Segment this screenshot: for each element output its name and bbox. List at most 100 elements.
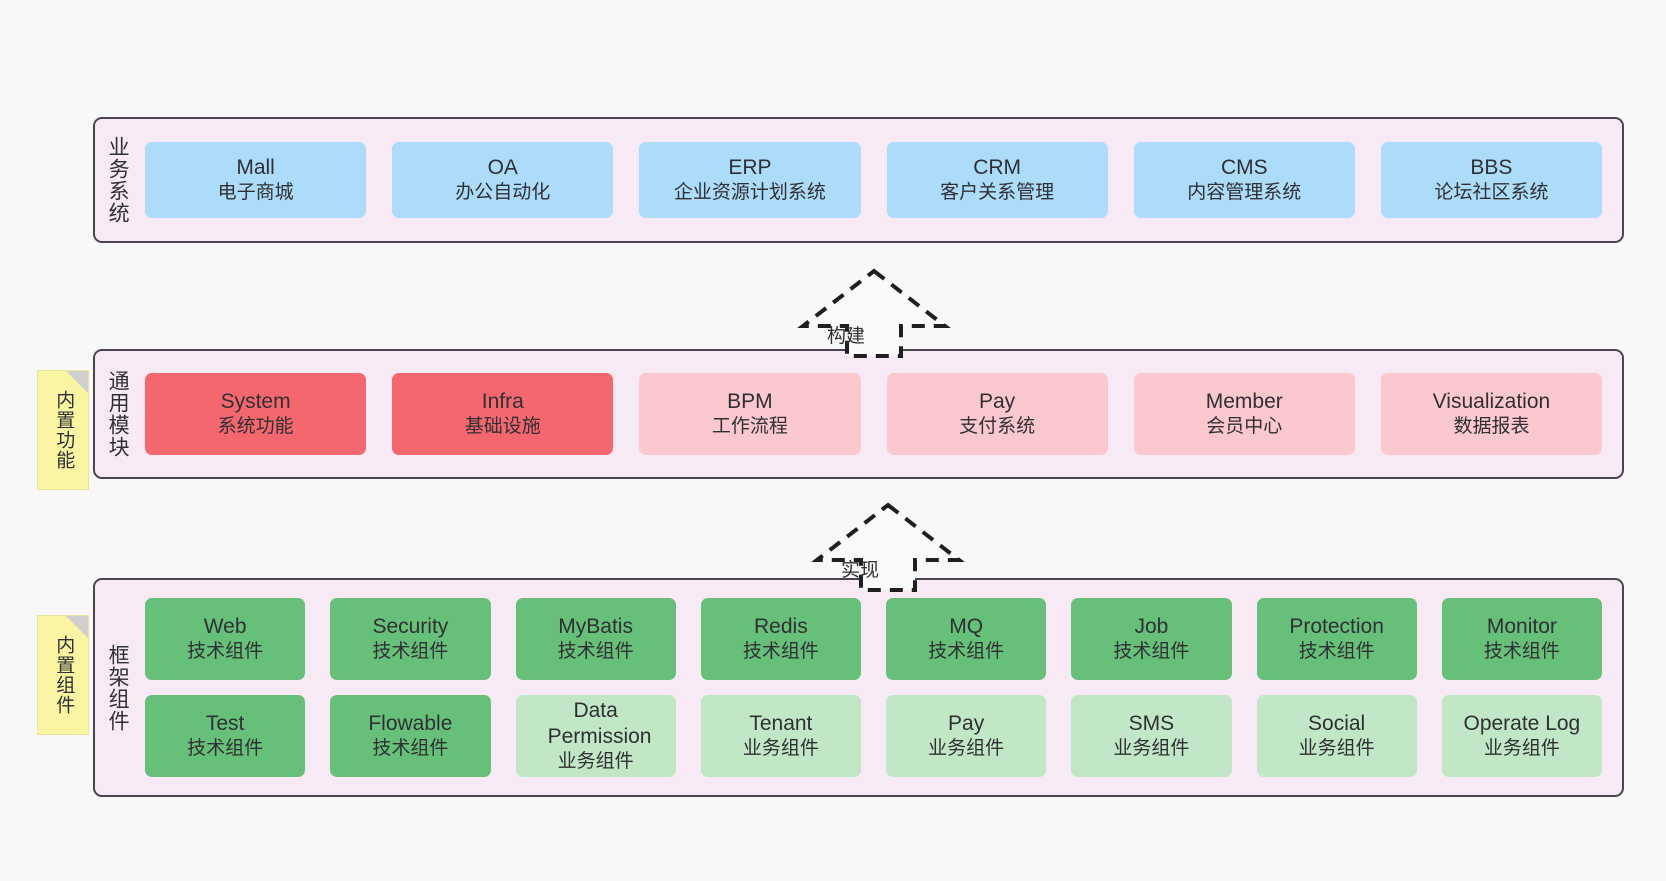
card-title: MyBatis <box>558 614 633 638</box>
card-operate-log[interactable]: Operate Log 业务组件 <box>1441 695 1602 777</box>
connector-implement-arrow: 实现 <box>811 502 965 592</box>
card-title: Member <box>1205 389 1283 413</box>
card-pay-component[interactable]: Pay 业务组件 <box>886 695 1047 777</box>
card-redis[interactable]: Redis 技术组件 <box>700 598 861 680</box>
card-oa[interactable]: OA 办公自动化 <box>392 142 614 218</box>
connector-implement-label: 实现 <box>841 560 880 581</box>
card-subtitle: 技术组件 <box>372 738 449 760</box>
card-title: SMS <box>1128 711 1175 735</box>
dashed-arrow-up-icon <box>811 502 965 592</box>
card-pay-module[interactable]: Pay 支付系统 <box>886 373 1108 455</box>
card-crm[interactable]: CRM 客户关系管理 <box>886 142 1108 218</box>
framework-tech-row: Web 技术组件 Security 技术组件 MyBatis 技术组件 Redi… <box>145 598 1602 680</box>
common-modules-row: System 系统功能 Infra 基础设施 BPM 工作流程 Pay 支付系统… <box>145 373 1603 455</box>
card-title: Data Permission <box>547 698 652 749</box>
card-subtitle: 技术组件 <box>1483 641 1560 663</box>
card-title: ERP <box>728 155 772 179</box>
note-builtin-function: 内置功能 <box>37 370 89 490</box>
card-subtitle: 系统功能 <box>217 416 294 438</box>
card-title: CMS <box>1220 155 1268 179</box>
layer-label-common-modules: 通用模块 <box>106 370 130 458</box>
card-web[interactable]: Web 技术组件 <box>145 598 306 680</box>
card-visualization[interactable]: Visualization 数据报表 <box>1380 373 1603 455</box>
card-tenant[interactable]: Tenant 业务组件 <box>700 695 861 777</box>
card-title: System <box>220 389 291 413</box>
framework-biz-row: Test 技术组件 Flowable 技术组件 Data Permission … <box>145 695 1602 777</box>
card-subtitle: 内容管理系统 <box>1187 182 1302 204</box>
card-subtitle: 工作流程 <box>711 416 788 438</box>
card-member[interactable]: Member 会员中心 <box>1133 373 1355 455</box>
card-title: Pay <box>979 389 1016 413</box>
card-subtitle: 业务组件 <box>1298 738 1375 760</box>
card-title: Infra <box>481 389 524 413</box>
card-subtitle: 企业资源计划系统 <box>673 182 826 204</box>
card-title: Pay <box>948 711 985 735</box>
card-title: Tenant <box>749 711 813 735</box>
layer-business-systems: 业务系统 Mall 电子商城 OA 办公自动化 ERP 企业资源计划系统 CRM… <box>93 117 1624 243</box>
card-mall[interactable]: Mall 电子商城 <box>145 142 367 218</box>
card-title: Visualization <box>1432 389 1551 413</box>
card-subtitle: 技术组件 <box>1113 641 1190 663</box>
card-title: CRM <box>973 155 1022 179</box>
card-monitor[interactable]: Monitor 技术组件 <box>1441 598 1602 680</box>
card-title: Operate Log <box>1463 711 1581 735</box>
business-systems-row: Mall 电子商城 OA 办公自动化 ERP 企业资源计划系统 CRM 客户关系… <box>145 142 1603 218</box>
card-subtitle: 电子商城 <box>217 182 294 204</box>
card-erp[interactable]: ERP 企业资源计划系统 <box>639 142 861 218</box>
card-sms[interactable]: SMS 业务组件 <box>1071 695 1232 777</box>
card-title: Test <box>205 711 245 735</box>
card-subtitle: 论坛社区系统 <box>1434 182 1549 204</box>
card-system[interactable]: System 系统功能 <box>145 373 367 455</box>
card-subtitle: 技术组件 <box>372 641 449 663</box>
card-mybatis[interactable]: MyBatis 技术组件 <box>515 598 676 680</box>
card-mq[interactable]: MQ 技术组件 <box>886 598 1047 680</box>
layer-body-framework-components: Web 技术组件 Security 技术组件 MyBatis 技术组件 Redi… <box>139 580 1622 795</box>
card-subtitle: 支付系统 <box>959 416 1036 438</box>
note-fold-corner-icon <box>66 616 88 638</box>
card-title: Protection <box>1289 614 1384 638</box>
card-security[interactable]: Security 技术组件 <box>330 598 491 680</box>
card-title: BPM <box>727 389 773 413</box>
card-title: Redis <box>754 614 808 638</box>
layer-common-modules: 通用模块 System 系统功能 Infra 基础设施 BPM 工作流程 Pay… <box>93 349 1624 479</box>
card-protection[interactable]: Protection 技术组件 <box>1256 598 1417 680</box>
dashed-arrow-up-icon <box>797 268 951 358</box>
layer-body-business-systems: Mall 电子商城 OA 办公自动化 ERP 企业资源计划系统 CRM 客户关系… <box>139 119 1622 241</box>
card-title: Social <box>1308 711 1366 735</box>
card-subtitle: 办公自动化 <box>455 182 551 204</box>
card-infra[interactable]: Infra 基础设施 <box>392 373 614 455</box>
card-subtitle: 业务组件 <box>1113 738 1190 760</box>
card-data-permission[interactable]: Data Permission 业务组件 <box>515 695 676 777</box>
card-test[interactable]: Test 技术组件 <box>145 695 306 777</box>
layer-framework-components: 框架组件 Web 技术组件 Security 技术组件 MyBatis 技术组件… <box>93 578 1624 797</box>
note-builtin-component: 内置组件 <box>37 615 89 735</box>
card-bpm[interactable]: BPM 工作流程 <box>639 373 861 455</box>
card-title: Security <box>372 614 449 638</box>
card-bbs[interactable]: BBS 论坛社区系统 <box>1380 142 1603 218</box>
card-title: BBS <box>1470 155 1513 179</box>
card-subtitle: 数据报表 <box>1453 416 1530 438</box>
card-title: Monitor <box>1486 614 1557 638</box>
layer-body-common-modules: System 系统功能 Infra 基础设施 BPM 工作流程 Pay 支付系统… <box>139 351 1622 477</box>
card-title: Mall <box>236 155 275 179</box>
connector-build-label: 构建 <box>827 326 866 347</box>
card-subtitle: 业务组件 <box>557 751 634 773</box>
card-subtitle: 技术组件 <box>742 641 819 663</box>
card-subtitle: 基础设施 <box>464 416 541 438</box>
card-subtitle: 业务组件 <box>928 738 1005 760</box>
card-cms[interactable]: CMS 内容管理系统 <box>1133 142 1355 218</box>
connector-build-arrow: 构建 <box>797 268 951 358</box>
layer-label-framework-components: 框架组件 <box>106 643 130 732</box>
card-job[interactable]: Job 技术组件 <box>1071 598 1232 680</box>
card-subtitle: 技术组件 <box>187 738 264 760</box>
card-subtitle: 会员中心 <box>1206 416 1283 438</box>
layer-label-business-systems: 业务系统 <box>106 136 130 224</box>
card-title: OA <box>487 155 518 179</box>
card-subtitle: 技术组件 <box>928 641 1005 663</box>
card-subtitle: 技术组件 <box>557 641 634 663</box>
card-title: MQ <box>949 614 984 638</box>
card-flowable[interactable]: Flowable 技术组件 <box>330 695 491 777</box>
note-builtin-function-label: 内置功能 <box>53 390 75 470</box>
card-social[interactable]: Social 业务组件 <box>1256 695 1417 777</box>
